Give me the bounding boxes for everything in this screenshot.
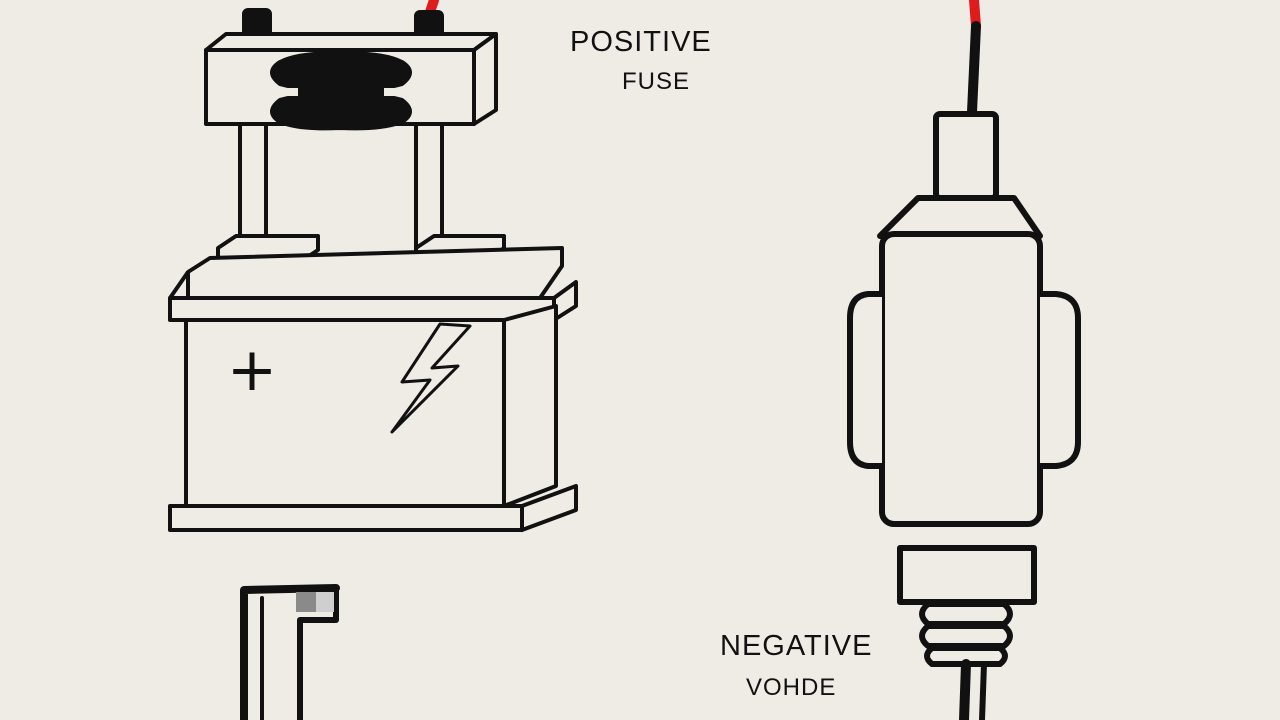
positive-label: POSITIVE	[570, 26, 712, 58]
negative-cable-clamp-icon	[240, 584, 340, 720]
cigarette-lighter-plug-icon	[847, 111, 1081, 667]
negative-wire-from-plug	[959, 659, 987, 720]
positive-wire-to-plug	[967, 0, 981, 117]
car-battery-icon	[168, 234, 578, 532]
battery-plus-symbol: +	[227, 335, 277, 405]
fuse-holder-icon	[204, 8, 498, 131]
lightning-bolt-icon	[390, 322, 472, 434]
voltage-label: VOHDE	[746, 674, 837, 701]
negative-label: NEGATIVE	[720, 630, 873, 662]
fuse-label: FUSE	[622, 68, 691, 95]
